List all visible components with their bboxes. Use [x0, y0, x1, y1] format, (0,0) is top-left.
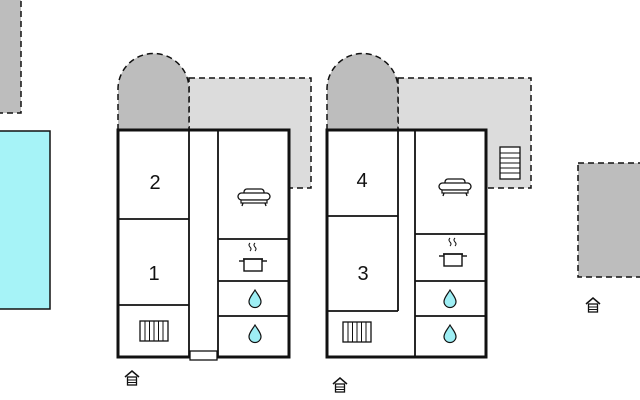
annex-building-left	[0, 0, 22, 114]
unit-2: 4 3	[325, 128, 488, 359]
dome-unit-2	[326, 52, 399, 130]
unit-1: 2 1	[116, 128, 291, 361]
room-number-3: 3	[357, 263, 368, 285]
unit-1-door	[189, 350, 218, 361]
room-number-4: 4	[356, 170, 367, 192]
entrance-house-icon	[332, 377, 348, 393]
room-number-1: 1	[148, 263, 159, 285]
swimming-pool	[0, 130, 51, 310]
entrance-house-icon	[585, 297, 601, 313]
unit-1-outline	[116, 128, 291, 359]
unit-2-outline	[325, 128, 488, 359]
annex-building-right	[577, 162, 640, 278]
entrance-house-icon	[124, 370, 140, 386]
radiator-icon	[139, 320, 169, 342]
dome-unit-1	[117, 52, 190, 130]
radiator-icon	[342, 321, 372, 343]
stairs-icon	[499, 146, 521, 180]
room-number-2: 2	[149, 172, 160, 194]
